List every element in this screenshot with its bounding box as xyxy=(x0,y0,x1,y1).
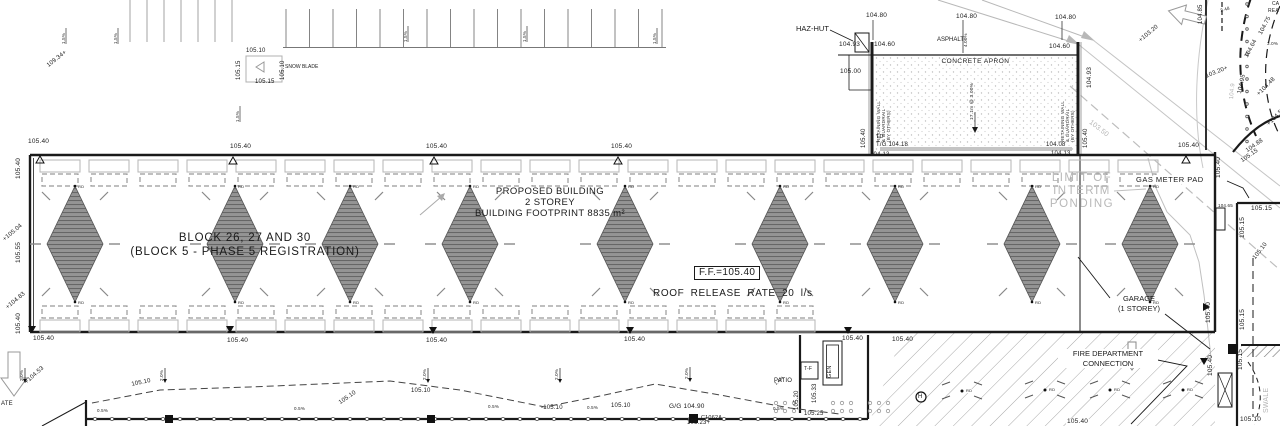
concrete-apron-area xyxy=(838,20,1082,155)
gas-meter-pad-label: GAS METER PAD xyxy=(1136,175,1204,184)
roof-drain-diamond xyxy=(425,184,515,304)
roof-drain-diamond xyxy=(1105,184,1195,304)
curb-arc xyxy=(1239,0,1257,137)
gate-arrow-icon xyxy=(0,351,28,397)
gray-contour-lines xyxy=(937,0,1280,359)
patio-equipment xyxy=(773,340,927,414)
garage-leader xyxy=(1077,256,1111,299)
road-hatch-band xyxy=(1241,346,1280,357)
roof-drain-diamond xyxy=(580,184,670,304)
gas-meter-leader xyxy=(1226,180,1250,199)
haz-hut-structure xyxy=(829,29,870,53)
snow-blade-label: SNOW BLADE xyxy=(285,64,319,70)
garage-label: GARAGE (1 STOREY) xyxy=(1118,294,1160,313)
generator-box xyxy=(822,340,843,386)
ponding-limit-line xyxy=(1147,157,1212,359)
contour-105-10 xyxy=(91,380,841,415)
proposed-building-label: PROPOSED BUILDING 2 STOREY BUILDING FOOT… xyxy=(474,186,626,219)
yard-linework xyxy=(41,335,870,426)
finished-floor-label: F.F.=105.40 xyxy=(694,266,761,280)
tf-box xyxy=(800,361,819,380)
snow-blade-pad xyxy=(245,55,283,83)
parking-stalls xyxy=(129,0,663,47)
block-title: BLOCK 26, 27 AND 30 (BLOCK 5 - PHASE 5 R… xyxy=(130,232,360,258)
asphalt-label: ASPHALT xyxy=(937,37,964,43)
catch-basin xyxy=(689,414,698,423)
haz-hut-label: HAZ-HUT xyxy=(796,24,829,33)
retaining-wall-label-left: RETAINING WALL & GUARDRAIL (BY OTHERS) xyxy=(876,100,892,142)
roof-drain-diamond xyxy=(850,184,940,304)
roof-drain-diamond xyxy=(735,184,825,304)
roof-release-label: ROOF RELEASE RATE 20 l/s xyxy=(653,288,813,299)
fire-dept-label: FIRE DEPARTMENT CONNECTION xyxy=(1058,349,1158,368)
hydrant-symbol xyxy=(915,391,927,403)
flow-arrow-icon xyxy=(1167,4,1207,26)
dock-modules xyxy=(39,159,1159,333)
roof-drain-diamonds xyxy=(30,184,1195,304)
elevation-markers xyxy=(23,26,1210,426)
roof-drain-diamond xyxy=(190,184,280,304)
concrete-apron-label: CONCRETE APRON xyxy=(941,58,1010,65)
roof-drain-diamond xyxy=(30,184,120,304)
retaining-wall-label-right: RETAINING WALL & GUARDRAIL (BY OTHERS) xyxy=(1060,100,1076,142)
limit-interim-ponding-label: LIMIT OF INTERIM PONDING xyxy=(1049,172,1115,210)
right-edge-details xyxy=(1215,0,1280,426)
roof-drain-diamond xyxy=(305,184,395,304)
hatched-area xyxy=(868,333,1215,426)
slope-arrow xyxy=(419,193,445,216)
contour-103-50 xyxy=(1069,85,1280,271)
roof-drain-diamond xyxy=(987,184,1077,304)
